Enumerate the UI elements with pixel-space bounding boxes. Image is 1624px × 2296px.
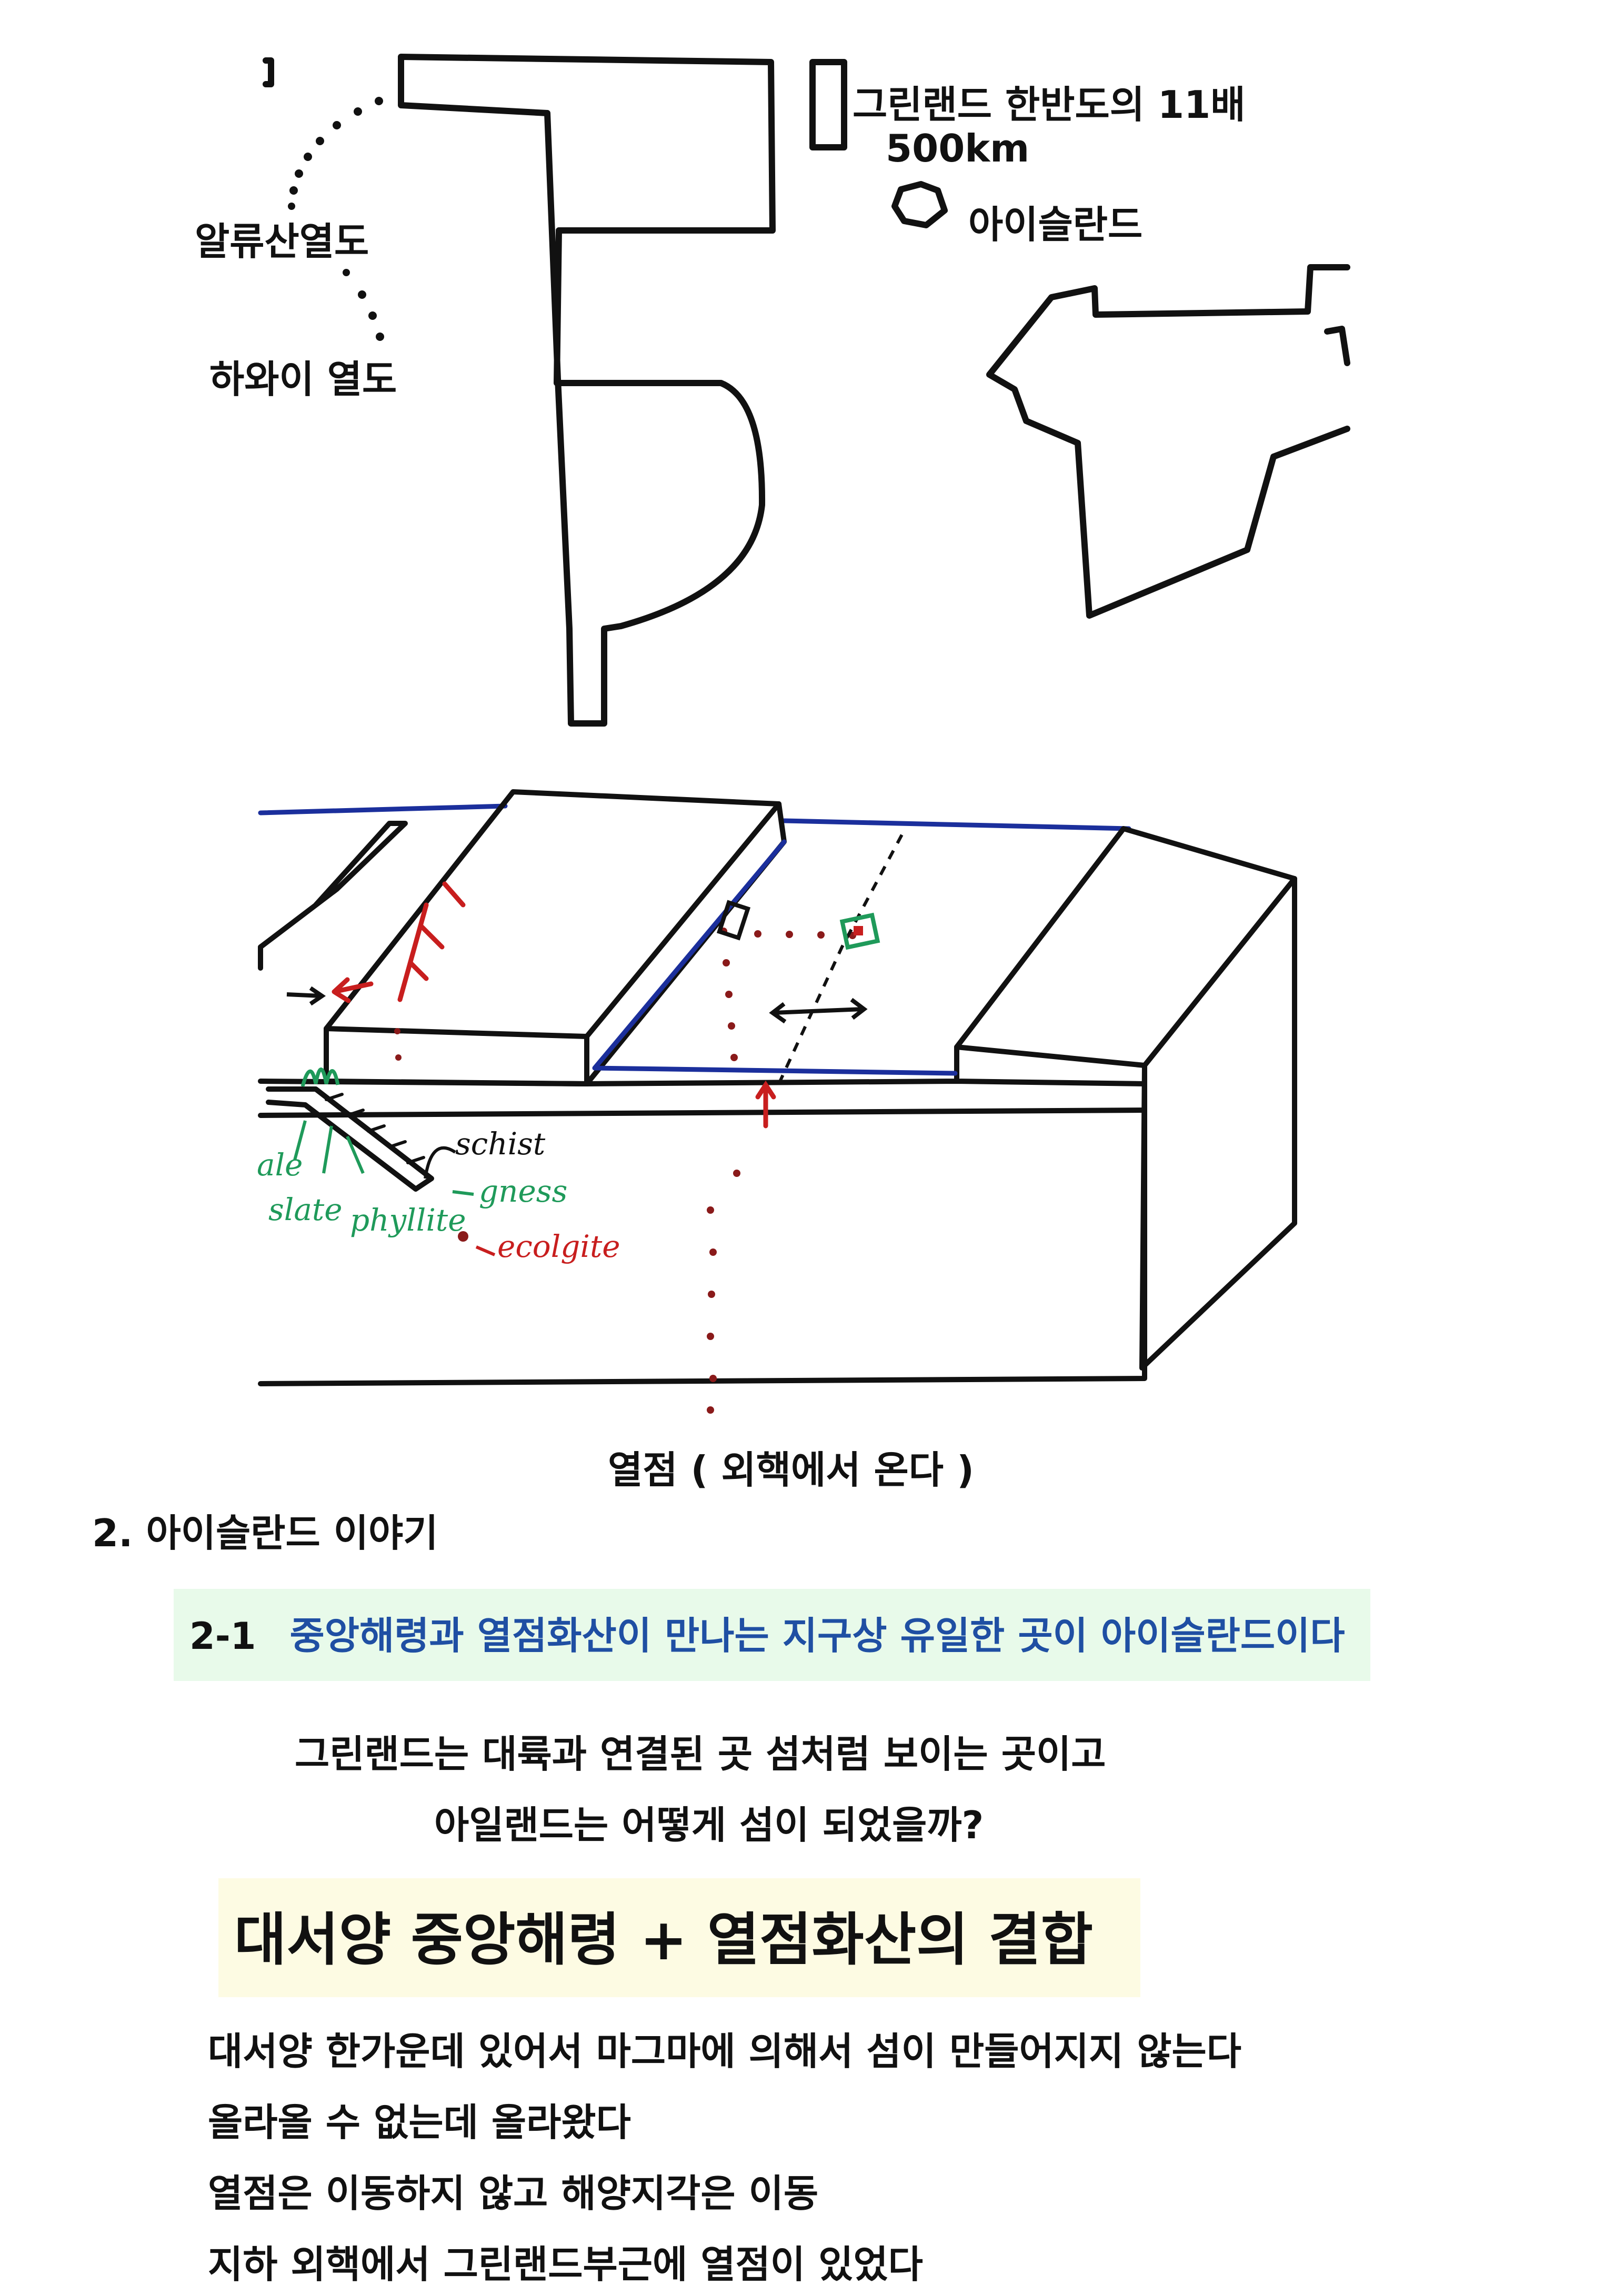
scale-label: 500km [886,126,1030,170]
convergence-arrow [332,977,374,1003]
lithosphere-bottom [258,1063,1147,1386]
map-corner-mark [263,57,274,87]
body-line-2: 올라올 수 없는데 올라왔다 [208,2100,631,2144]
rift-valley [592,839,958,1076]
europe-inlet [1324,326,1350,366]
hotspot-track [777,828,907,1085]
subsection-title: 중앙해령과 열점화산이 만나는 지구상 유일한 곳이 아이슬란드이다 [289,1614,1345,1658]
right-block-top [954,826,1297,1068]
headline-text: 대서양 중앙해령 + 열점화산의 결합 [234,1907,1093,1973]
greenland-ratio-label: 그린랜드 한반도의 11배 [853,83,1246,127]
ocean-surface-line [258,803,1131,831]
subsection-number: 2-1 [189,1615,256,1658]
aleutian-label: 알류산열도 [195,219,369,264]
island-chain-dots [288,97,384,341]
greenland-scale-box [809,59,847,150]
headline-highlight: 대서양 중앙해령 + 열점화산의 결합 [218,1878,1140,1997]
central-block-top [324,789,781,1039]
ecologite-label: ecolgite [497,1228,620,1264]
shale-label: ale [257,1147,303,1183]
slab-hatch [325,1093,425,1164]
lithosphere-front [258,1044,1147,1118]
subsection-highlight: 2-1 중앙해령과 열점화산이 만나는 지구상 유일한 곳이 아이슬란드이다 [174,1589,1370,1681]
hawaii-label: 하와이 열도 [209,357,397,401]
gneiss-label: gness [479,1173,568,1209]
compression-arrow [286,986,326,1006]
body-line-3: 열점은 이동하지 않고 해양지각은 이동 [208,2171,819,2216]
body-line-4: 지하 외핵에서 그린랜드부근에 열점이 있었다 [208,2242,923,2287]
schist-pointer [424,1146,456,1179]
schist-label: schist [455,1126,546,1162]
question-line-2: 아일랜드는 어떻게 섬이 되었을까? [434,1803,984,1847]
north-america-outline [398,54,776,727]
subduction-slab [266,1086,434,1192]
gneiss-pointer [452,1190,474,1196]
hotspot-dots [394,928,856,1414]
hotspot-current-dot [854,926,863,935]
europe-outline [986,264,1350,619]
left-slab-1 [258,821,408,971]
hotspot-old-box [716,900,751,941]
sediment-squiggle [300,1068,340,1087]
iceland-outline [891,181,948,228]
section-title: 2. 아이슬란드 이야기 [92,1511,438,1555]
hotspot-arrow [755,1080,776,1129]
right-block-side [1139,876,1297,1371]
hotspot-caption: 열점 ( 외핵에서 온다 ) [608,1448,974,1492]
iceland-label: 아이슬란드 [968,203,1143,247]
spreading-arrow [769,998,868,1024]
green-arrows [293,1120,365,1174]
phyllite-label: phyllite [350,1202,466,1238]
hotspot-current-box [839,912,880,950]
ecologite-pointer [475,1245,496,1256]
fault-scribble [397,881,466,1002]
question-line-1: 그린랜드는 대륙과 연결된 곳 섬처럼 보이는 곳이고 [295,1732,1106,1776]
body-line-1: 대서양 한가운데 있어서 마그마에 의해서 섬이 만들어지지 않는다 [208,2029,1241,2073]
slate-label: slate [268,1192,343,1227]
